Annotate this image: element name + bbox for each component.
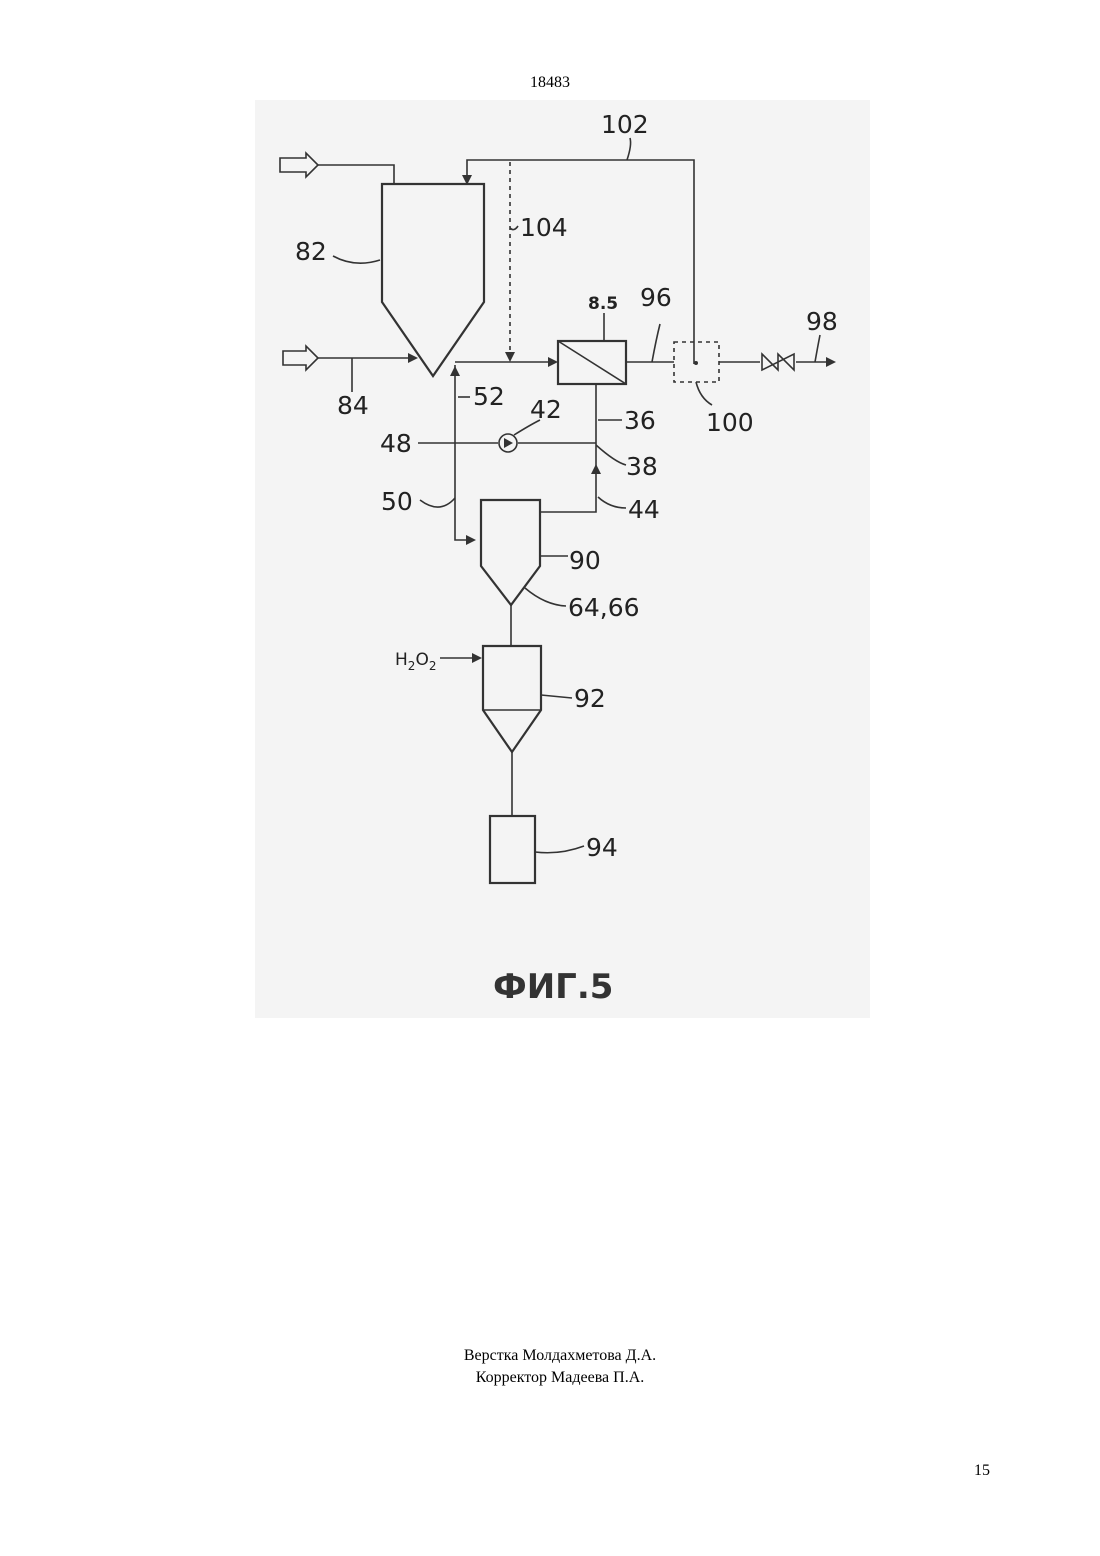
- leader-96: [652, 324, 660, 362]
- leader-94: [535, 846, 584, 853]
- arrow-52: [450, 366, 460, 376]
- arrow-main: [548, 357, 558, 367]
- arrow-h2o2: [472, 653, 482, 663]
- label-102: 102: [601, 110, 649, 139]
- label-90: 90: [569, 546, 601, 575]
- line-52: [455, 365, 470, 540]
- leader-104: [510, 226, 518, 230]
- membrane-diagonal: [558, 341, 626, 384]
- label-36: 36: [624, 406, 656, 435]
- label-44: 44: [628, 495, 660, 524]
- top-feed-line: [318, 165, 394, 184]
- credits-block: Верстка Молдахметова Д.А. Корректор Маде…: [0, 1345, 1100, 1389]
- label-104: 104: [520, 213, 568, 242]
- side-inlet-arrow: [283, 346, 318, 370]
- tank-92: [483, 646, 541, 752]
- arrow-44: [591, 464, 601, 474]
- label-96: 96: [640, 283, 672, 312]
- arrow-50: [466, 535, 476, 545]
- label-85: 8.5: [588, 294, 618, 314]
- tank-82: [382, 184, 484, 376]
- label-50: 50: [381, 487, 413, 516]
- leader-6466: [525, 588, 566, 606]
- unit-94: [490, 816, 535, 883]
- recirculation-line-102: [467, 160, 694, 364]
- label-100: 100: [706, 408, 754, 437]
- pump-42-arrow: [504, 438, 513, 448]
- leader-82: [333, 256, 380, 263]
- label-52: 52: [473, 382, 505, 411]
- credit-layout: Верстка Молдахметова Д.А.: [0, 1345, 1100, 1367]
- leader-92: [541, 695, 572, 698]
- tank-90: [481, 500, 540, 605]
- label-98: 98: [806, 307, 838, 336]
- label-92: 92: [574, 684, 606, 713]
- top-inlet-arrow: [280, 153, 318, 177]
- arrow-84: [408, 353, 418, 363]
- label-38: 38: [626, 452, 658, 481]
- label-64-66: 64,66: [568, 593, 640, 622]
- leader-98: [815, 335, 820, 362]
- arrow-98: [826, 357, 836, 367]
- label-48: 48: [380, 429, 412, 458]
- leader-100: [696, 382, 712, 405]
- valve-icon: [762, 354, 794, 370]
- arrow-104: [505, 352, 515, 362]
- leader-38: [596, 445, 626, 465]
- figure-caption: ФИГ.5: [493, 967, 613, 1007]
- leader-44: [598, 497, 626, 508]
- label-h2o2: H2O2: [395, 650, 436, 673]
- label-42: 42: [530, 395, 562, 424]
- leader-102: [627, 138, 631, 160]
- sensor-dot: [694, 361, 698, 365]
- leader-50: [420, 498, 455, 507]
- label-82: 82: [295, 237, 327, 266]
- label-84: 84: [337, 391, 369, 420]
- credit-proofreader: Корректор Мадеева П.А.: [0, 1367, 1100, 1389]
- label-94: 94: [586, 833, 618, 862]
- page-number: 15: [974, 1462, 990, 1480]
